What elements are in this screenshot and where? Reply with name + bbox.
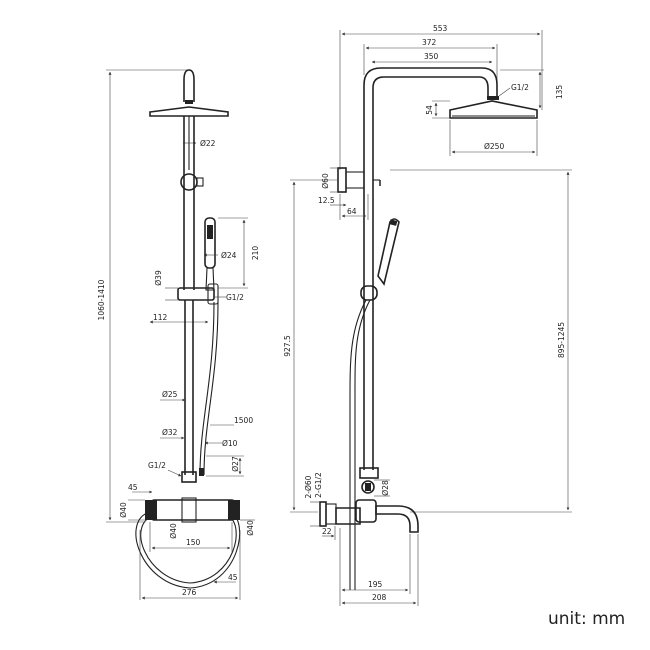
label-thread-lower: G1/2 (148, 461, 166, 470)
label-width-276: 276 (182, 588, 197, 597)
label-knob-dia-small: Ø27 (231, 456, 240, 472)
label-spout-208: 208 (372, 593, 387, 602)
front-view: 1060-1410 Ø22 210 Ø24 Ø39 G1/2 (97, 69, 260, 600)
side-view: 553 372 350 G1/2 135 54 Ø250 (283, 24, 572, 606)
label-offset-45-top: 45 (128, 483, 138, 492)
label-arm-372: 372 (422, 38, 437, 47)
label-centers: 150 (186, 538, 201, 547)
label-lower-pipe-dia: Ø32 (162, 428, 178, 437)
label-head-dia: Ø250 (484, 142, 504, 151)
label-bracket-12-5: 12.5 (318, 196, 335, 205)
label-rise-135: 135 (555, 85, 564, 100)
label-head-pipe-dia: Ø22 (200, 139, 216, 148)
label-handset-len: 210 (251, 246, 260, 261)
label-offset-45-bottom: 45 (228, 573, 238, 582)
label-bracket-64: 64 (347, 207, 357, 216)
label-slider-dia: Ø39 (154, 270, 163, 286)
label-depth-22: 22 (322, 527, 332, 536)
label-depth-112: 112 (153, 313, 168, 322)
label-hose-dia: Ø10 (222, 439, 238, 448)
label-body-dia-left: Ø40 (119, 502, 128, 518)
label-rail-dia: Ø25 (162, 390, 178, 399)
label-height-927-5: 927.5 (283, 335, 292, 357)
label-knob-dia: Ø28 (381, 480, 390, 496)
label-flange-thread: 2-G1/2 (314, 472, 323, 498)
label-arm-350: 350 (424, 52, 439, 61)
label-body-dia-right: Ø40 (246, 520, 255, 536)
label-spout-195: 195 (368, 580, 383, 589)
label-height-895-1245: 895-1245 (557, 322, 566, 358)
handset-nozzles (207, 225, 213, 239)
label-head-thickness: 54 (425, 105, 434, 115)
unit-label: unit: mm (548, 609, 625, 629)
label-handset-dia: Ø24 (221, 251, 237, 260)
label-height-range: 1060-1410 (97, 279, 106, 320)
label-bracket-dia: Ø60 (321, 173, 330, 189)
label-thread-upper: G1/2 (226, 293, 244, 302)
left-knurled-handle (145, 500, 157, 520)
label-overall-553: 553 (433, 24, 448, 33)
right-knurled-handle (228, 500, 240, 520)
label-hose-len: 1500 (234, 416, 253, 425)
label-flange-dia: 2-Ø60 (304, 475, 313, 498)
label-body-dia-mid: Ø40 (169, 523, 178, 539)
label-thread: G1/2 (511, 83, 529, 92)
